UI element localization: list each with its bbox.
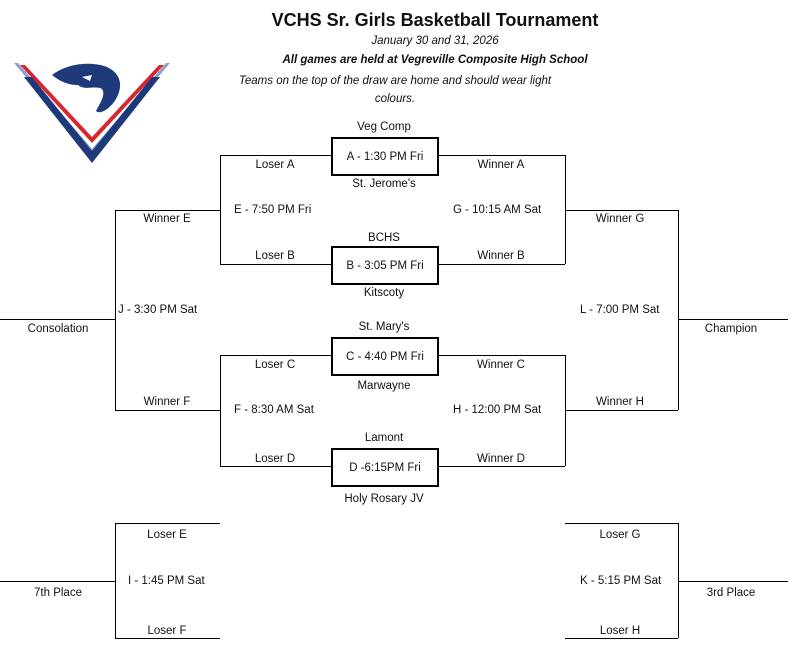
result-champion: Champion	[704, 323, 758, 335]
line	[678, 319, 788, 320]
team-away-b: Kitscoty	[363, 287, 405, 299]
team-home-b: BCHS	[368, 232, 400, 244]
line	[115, 210, 116, 410]
slot-loser-f: Loser F	[147, 625, 187, 637]
team-away-d: Holy Rosary JV	[344, 493, 424, 505]
slot-winner-e: Winner E	[143, 213, 191, 225]
line	[115, 210, 220, 211]
result-third-place: 3rd Place	[706, 587, 756, 599]
line	[115, 523, 116, 638]
game-a-box: A - 1:30 PM Fri	[331, 137, 439, 176]
team-home-c: St. Mary's	[358, 321, 410, 333]
game-f-label: F - 8:30 AM Sat	[234, 404, 314, 416]
page-title: VCHS Sr. Girls Basketball Tournament	[271, 10, 599, 30]
slot-loser-b: Loser B	[255, 250, 295, 262]
line	[220, 155, 331, 156]
slot-loser-d: Loser D	[254, 453, 296, 465]
slot-loser-e: Loser E	[147, 529, 187, 541]
line	[115, 410, 220, 411]
slot-loser-c: Loser C	[254, 359, 296, 371]
line	[437, 466, 565, 467]
game-e-label: E - 7:50 PM Fri	[234, 204, 312, 216]
line	[437, 155, 565, 156]
result-consolation: Consolation	[27, 323, 89, 335]
game-h-label: H - 12:00 PM Sat	[453, 404, 542, 416]
game-l-label: L - 7:00 PM Sat	[580, 304, 660, 316]
line	[0, 319, 115, 320]
slot-winner-b: Winner B	[477, 250, 525, 262]
team-away-a: St. Jerome's	[352, 178, 416, 190]
slot-loser-h: Loser H	[599, 625, 641, 637]
line	[565, 523, 678, 524]
panther-v-logo	[14, 63, 170, 163]
game-b-box: B - 3:05 PM Fri	[331, 246, 439, 285]
slot-winner-a: Winner A	[477, 159, 525, 171]
line	[565, 155, 566, 264]
game-b-label: B - 3:05 PM Fri	[346, 259, 424, 272]
game-i-label: I - 1:45 PM Sat	[128, 575, 205, 587]
venue-note: All games are held at Vegreville Composi…	[282, 54, 588, 66]
tournament-date: January 30 and 31, 2026	[371, 35, 499, 47]
line	[565, 210, 678, 211]
line	[565, 638, 678, 639]
game-j-label: J - 3:30 PM Sat	[118, 304, 198, 316]
slot-winner-h: Winner H	[596, 396, 644, 408]
game-k-label: K - 5:15 PM Sat	[580, 575, 662, 587]
line	[220, 155, 221, 264]
line	[220, 264, 331, 265]
slot-winner-d: Winner D	[477, 453, 525, 465]
line	[115, 523, 220, 524]
line	[220, 355, 221, 466]
line	[0, 581, 115, 582]
slot-winner-c: Winner C	[477, 359, 525, 371]
line	[437, 264, 565, 265]
team-home-d: Lamont	[364, 432, 404, 444]
slot-loser-g: Loser G	[599, 529, 641, 541]
line	[220, 355, 331, 356]
slot-winner-g: Winner G	[595, 213, 645, 225]
line	[565, 410, 678, 411]
line	[678, 581, 788, 582]
game-d-label: D -6:15PM Fri	[349, 461, 421, 474]
line	[115, 638, 220, 639]
game-c-box: C - 4:40 PM Fri	[331, 337, 439, 376]
game-d-box: D -6:15PM Fri	[331, 448, 439, 487]
team-away-c: Marwayne	[357, 380, 411, 392]
line	[220, 466, 331, 467]
line	[678, 210, 679, 410]
result-seventh-place: 7th Place	[34, 587, 82, 599]
line	[678, 523, 679, 638]
slot-loser-a: Loser A	[255, 159, 295, 171]
slot-winner-f: Winner F	[143, 396, 191, 408]
game-c-label: C - 4:40 PM Fri	[346, 350, 424, 363]
game-a-label: A - 1:30 PM Fri	[346, 150, 424, 163]
game-g-label: G - 10:15 AM Sat	[453, 204, 542, 216]
team-home-a: Veg Comp	[357, 121, 411, 133]
uniform-note: Teams on the top of the draw are home an…	[238, 75, 552, 105]
line	[437, 355, 565, 356]
